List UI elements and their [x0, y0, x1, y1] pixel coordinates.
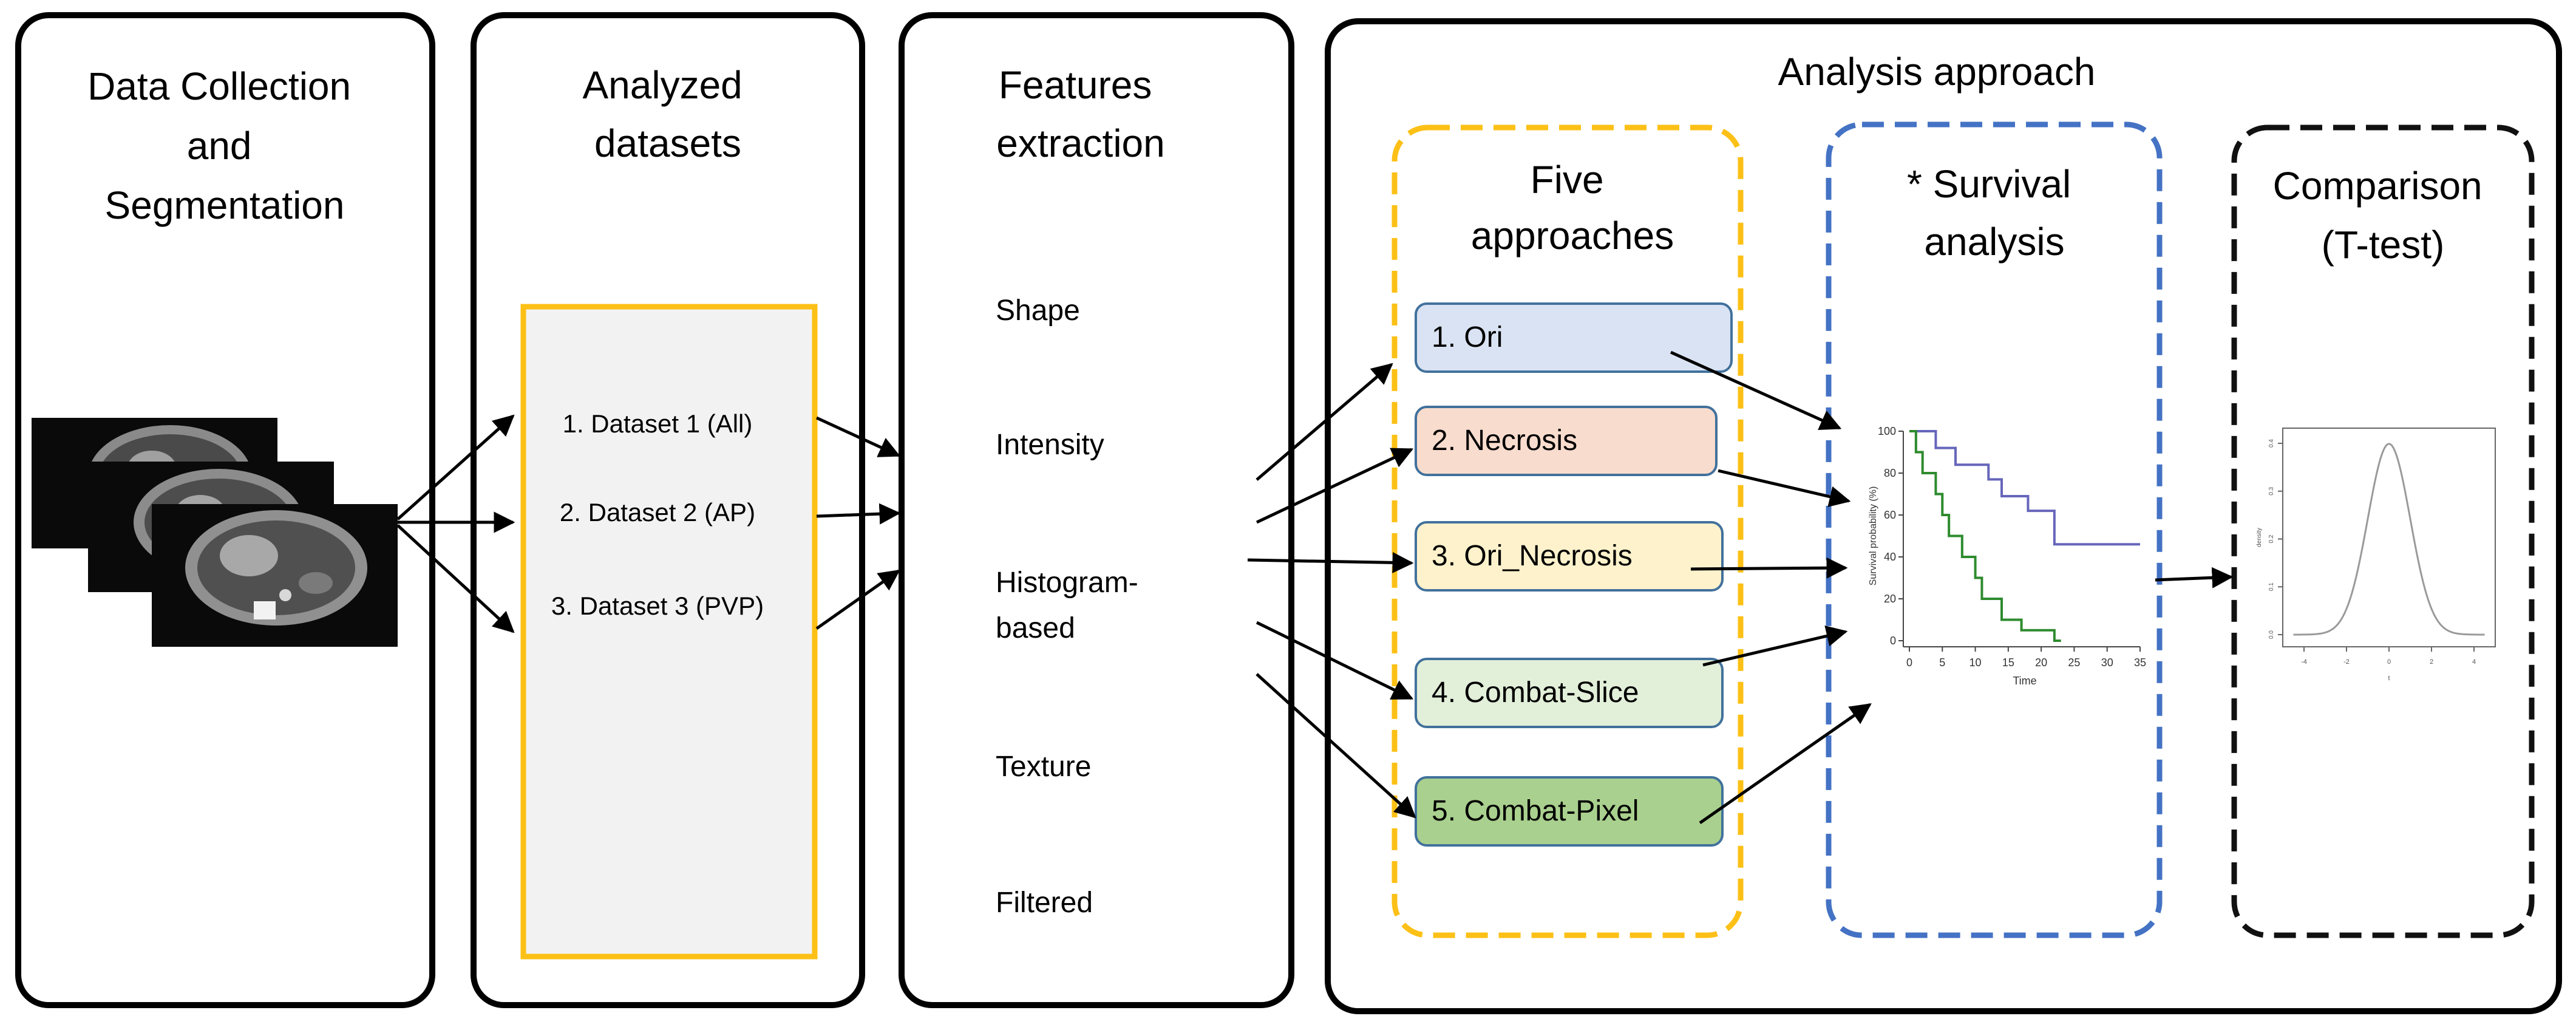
t-x-label: t — [2388, 675, 2390, 682]
arrow-scan-to-dataset-3 — [396, 524, 515, 633]
t-y-label: density — [2256, 528, 2263, 547]
km-x-tick-label: 0 — [1906, 657, 1912, 669]
survival-analysis-box — [1826, 121, 2163, 938]
arrow-survival-to-comparison — [2155, 567, 2234, 588]
dataset-item: 1. Dataset 1 (All) — [563, 409, 753, 438]
arrow-necrosis-to-survival — [1718, 469, 1851, 507]
feature-item-shape: Shape — [996, 295, 1080, 327]
approach-ori: 1. Ori — [1415, 302, 1733, 373]
t-x-tick-label: 2 — [2430, 658, 2433, 666]
arrow-combat-slice-to-survival — [1702, 626, 1848, 667]
approach-box — [1415, 521, 1724, 592]
comparison-box — [2231, 124, 2535, 938]
approach-label: 2. Necrosis — [1432, 425, 1577, 457]
km-x-label: Time — [2013, 675, 2036, 687]
km-x-tick-label: 35 — [2134, 657, 2146, 669]
approach-box — [1415, 406, 1718, 476]
km-x-tick-label: 25 — [2068, 657, 2080, 669]
km-y-label: Survival probability (%) — [1868, 486, 1878, 586]
approach-label: 1. Ori — [1432, 321, 1503, 353]
km-survival-curve-1 — [1909, 430, 2140, 546]
arrow-ori-necrosis-to-survival — [1690, 557, 1848, 579]
survival-analysis-title: * Survival analysis — [1907, 162, 2082, 264]
t-x-tick-label: 4 — [2472, 658, 2476, 666]
approach-box — [1415, 302, 1733, 373]
arrow-dataset-3-to-features — [815, 569, 900, 630]
arrow-features-to-combat-slice — [1256, 621, 1414, 700]
features-panel-border — [899, 12, 1294, 1008]
datasets-panel-title: Analyzed datasets — [582, 63, 753, 165]
approach-necrosis: 2. Necrosis — [1415, 406, 1718, 476]
km-x-tick-label: 30 — [2101, 657, 2113, 669]
analysis-panel: Analysis approach Five approaches 1. Ori… — [1325, 18, 2562, 1014]
feature-item-histogram: Histogram- based — [996, 567, 1146, 644]
t-y-tick-label: 0.1 — [2268, 582, 2275, 591]
collection-panel-title: Data Collection and Segmentation — [87, 64, 362, 227]
km-y-tick-label: 80 — [1884, 467, 1896, 479]
t-x-tick-label: -4 — [2301, 658, 2307, 666]
km-y-tick-label: 40 — [1884, 551, 1896, 563]
t-y-tick-label: 0.2 — [2268, 534, 2275, 543]
approach-label: 4. Combat-Slice — [1432, 677, 1639, 709]
arrow-scan-to-dataset-1 — [396, 414, 515, 520]
arrow-dataset-2-to-features — [816, 503, 901, 525]
t-x-tick-label: -2 — [2343, 658, 2350, 666]
arrow-combat-pixel-to-survival — [1699, 703, 1872, 825]
dataset-item: 3. Dataset 3 (PVP) — [551, 592, 764, 620]
t-y-tick-label: 0.3 — [2268, 486, 2275, 495]
comparison-title: Comparison (T-test) — [2273, 164, 2493, 267]
five-approaches-box — [1392, 124, 1744, 938]
approach-combat-slice: 4. Combat-Slice — [1415, 658, 1724, 728]
km-x-tick-label: 15 — [2002, 657, 2014, 669]
km-y-tick-label: 20 — [1884, 593, 1896, 605]
arrow-dataset-1-to-features — [815, 416, 901, 457]
km-x-tick-label: 5 — [1939, 657, 1945, 669]
ct-slice-image — [152, 504, 398, 647]
feature-item-filtered: Filtered — [996, 887, 1093, 919]
t-x-tick-label: 0 — [2387, 658, 2391, 666]
approach-label: 3. Ori_Necrosis — [1432, 540, 1633, 572]
arrow-features-to-ori — [1256, 363, 1393, 481]
t-y-tick-label: 0.4 — [2268, 439, 2275, 448]
features-panel: Features extraction Shape Intensity Hist… — [899, 12, 1294, 1008]
approach-box — [1415, 658, 1724, 728]
collection-panel: Data Collection and Segmentation — [15, 12, 435, 1008]
datasets-box — [520, 304, 818, 960]
feature-item-texture: Texture — [996, 751, 1091, 783]
km-x-tick-label: 10 — [1969, 657, 1982, 669]
arrow-features-to-ori-necrosis — [1247, 551, 1414, 573]
t-density-curve — [2293, 443, 2485, 636]
approach-combat-pixel: 5. Combat-Pixel — [1415, 776, 1724, 847]
analysis-panel-title: Analysis approach — [1778, 50, 2096, 94]
features-panel-title: Features extraction — [996, 63, 1164, 165]
km-y-tick-label: 60 — [1884, 509, 1896, 521]
five-approaches-title: Five approaches — [1471, 158, 1674, 258]
t-y-tick-label: 0.0 — [2268, 630, 2275, 639]
approach-ori-necrosis: 3. Ori_Necrosis — [1415, 521, 1724, 592]
km-x-tick-label: 20 — [2035, 657, 2047, 669]
approach-label: 5. Combat-Pixel — [1432, 795, 1639, 827]
arrow-ori-to-survival — [1670, 350, 1842, 431]
km-y-tick-label: 0 — [1890, 635, 1896, 647]
km-survival-curve-2 — [1909, 430, 2061, 642]
dataset-item: 2. Dataset 2 (AP) — [560, 498, 755, 527]
arrow-features-to-combat-pixel — [1256, 673, 1416, 819]
ct-scan-stack — [32, 418, 398, 647]
connector-arrows — [396, 350, 2234, 825]
km-y-tick-label: 100 — [1878, 425, 1896, 437]
feature-item-intensity: Intensity — [996, 429, 1104, 461]
t-distribution-chart: -4 -2 0 2 4 0.0 0.1 0.2 0.3 0.4 t density — [2256, 428, 2496, 682]
datasets-panel: Analyzed datasets 1. Dataset 1 (All) 2. … — [471, 12, 865, 1008]
arrow-features-to-necrosis — [1256, 448, 1414, 524]
